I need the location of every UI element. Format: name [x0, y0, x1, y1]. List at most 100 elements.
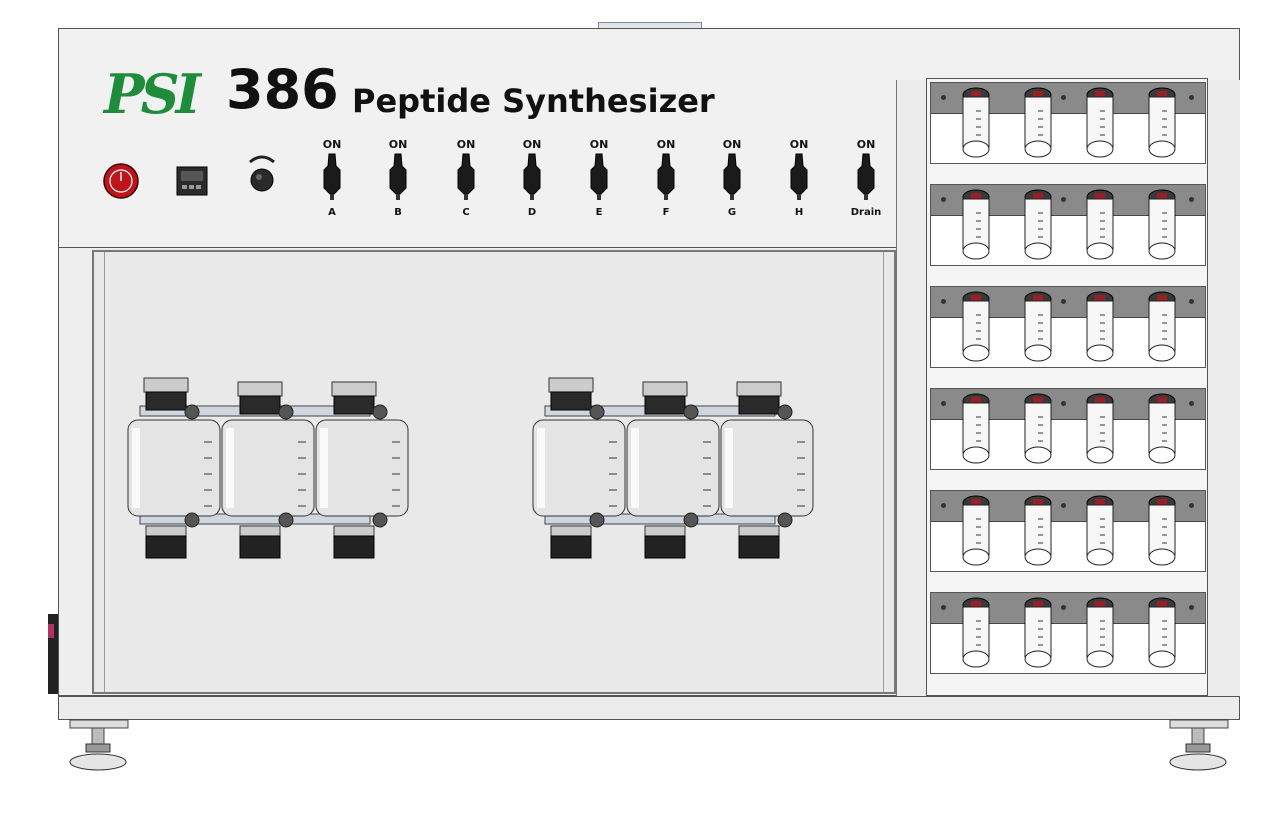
valve-switch-g[interactable]: ON G [712, 138, 752, 218]
vial-shelf [930, 184, 1206, 266]
switch-label: A [328, 207, 336, 218]
toggle-lever-icon [457, 153, 475, 200]
reagent-vial[interactable] [1021, 495, 1055, 569]
reagent-vial[interactable] [1083, 189, 1117, 263]
vial-shelf [930, 286, 1206, 368]
shelf-screw [941, 197, 946, 202]
reagent-vial[interactable] [1083, 393, 1117, 467]
reagent-vial[interactable] [1083, 87, 1117, 161]
leveling-foot-right [1169, 719, 1229, 771]
shelf-screw [1061, 503, 1066, 508]
toggle-lever-icon [323, 153, 341, 200]
shelf-screw [1061, 95, 1066, 100]
reactor-assembly-left [127, 377, 409, 559]
reagent-vial[interactable] [959, 597, 993, 671]
top-tab [598, 22, 702, 30]
vial-shelf [930, 490, 1206, 572]
switch-on-label: ON [656, 138, 676, 151]
brand-name: Peptide Synthesizer [352, 82, 715, 120]
shelf-screw [941, 605, 946, 610]
reagent-vial[interactable] [959, 393, 993, 467]
switch-label: D [527, 207, 537, 218]
shelf-screw [1189, 95, 1194, 100]
reagent-vial[interactable] [1021, 189, 1055, 263]
toggle-lever-icon [723, 153, 741, 200]
toggle-lever-icon [857, 153, 875, 200]
vial-shelf [930, 82, 1206, 164]
shelf-screw [941, 95, 946, 100]
valve-switch-c[interactable]: ON C [446, 138, 486, 218]
valve-switch-b[interactable]: ON B [378, 138, 418, 218]
switch-label: H [794, 207, 804, 218]
shelf-screw [1189, 299, 1194, 304]
reagent-vial[interactable] [1145, 291, 1179, 365]
reagent-vial[interactable] [1083, 291, 1117, 365]
reagent-vial[interactable] [1145, 393, 1179, 467]
rotary-knob-icon [249, 155, 275, 192]
shelf-screw [1061, 299, 1066, 304]
vial-shelf [930, 388, 1206, 470]
shelf-screw [1189, 197, 1194, 202]
switch-on-label: ON [856, 138, 876, 151]
vial-shelf [930, 592, 1206, 674]
reagent-vial[interactable] [1083, 495, 1117, 569]
reagent-vial[interactable] [1145, 189, 1179, 263]
reagent-vial[interactable] [959, 291, 993, 365]
toggle-lever-icon [790, 153, 808, 200]
switch-label: C [462, 207, 470, 218]
shelf-screw [1061, 605, 1066, 610]
switch-on-label: ON [789, 138, 809, 151]
reagent-vial[interactable] [959, 189, 993, 263]
reagent-vial[interactable] [1021, 597, 1055, 671]
rack-side [1206, 80, 1240, 696]
switch-on-label: ON [322, 138, 342, 151]
base-plinth [58, 696, 1240, 720]
shelf-screw [941, 299, 946, 304]
toggle-lever-icon [389, 153, 407, 200]
valve-switch-d[interactable]: ON D [512, 138, 552, 218]
shelf-screw [1189, 401, 1194, 406]
power-button[interactable] [102, 162, 140, 200]
leveling-foot-left [69, 719, 129, 771]
valve-switch-h[interactable]: ON H [779, 138, 819, 218]
reagent-vial[interactable] [1145, 87, 1179, 161]
digital-display-icon [176, 166, 208, 196]
rack-divider [896, 80, 930, 696]
switch-on-label: ON [522, 138, 542, 151]
reactor-assembly-right [532, 377, 814, 559]
brand-logo: PSI [104, 62, 201, 126]
shelf-screw [1061, 197, 1066, 202]
switch-on-label: ON [722, 138, 742, 151]
reagent-vial[interactable] [1021, 87, 1055, 161]
switch-on-label: ON [589, 138, 609, 151]
reagent-vial[interactable] [959, 495, 993, 569]
switch-label: G [727, 207, 737, 218]
reagent-vial[interactable] [959, 87, 993, 161]
switch-on-label: ON [456, 138, 476, 151]
toggle-lever-icon [523, 153, 541, 200]
shelf-screw [1061, 401, 1066, 406]
reagent-vial[interactable] [1021, 291, 1055, 365]
side-connector [48, 624, 54, 638]
switch-label: F [662, 207, 670, 218]
switch-label: E [595, 207, 603, 218]
valve-switch-f[interactable]: ON F [646, 138, 686, 218]
reagent-vial[interactable] [1145, 597, 1179, 671]
toggle-lever-icon [657, 153, 675, 200]
valve-switch-e[interactable]: ON E [579, 138, 619, 218]
reagent-vial[interactable] [1021, 393, 1055, 467]
reactor-window-inner [104, 252, 884, 692]
shelf-screw [1189, 503, 1194, 508]
temperature-display [176, 166, 208, 196]
shelf-screw [941, 503, 946, 508]
side-handle[interactable] [48, 614, 58, 694]
reagent-vial[interactable] [1145, 495, 1179, 569]
control-knob[interactable] [244, 150, 280, 196]
switch-label: Drain [850, 207, 882, 218]
shelf-screw [941, 401, 946, 406]
switch-on-label: ON [388, 138, 408, 151]
reagent-vial[interactable] [1083, 597, 1117, 671]
switch-label: B [394, 207, 402, 218]
valve-switch-drain[interactable]: ON Drain [846, 138, 886, 218]
valve-switch-a[interactable]: ON A [312, 138, 352, 218]
